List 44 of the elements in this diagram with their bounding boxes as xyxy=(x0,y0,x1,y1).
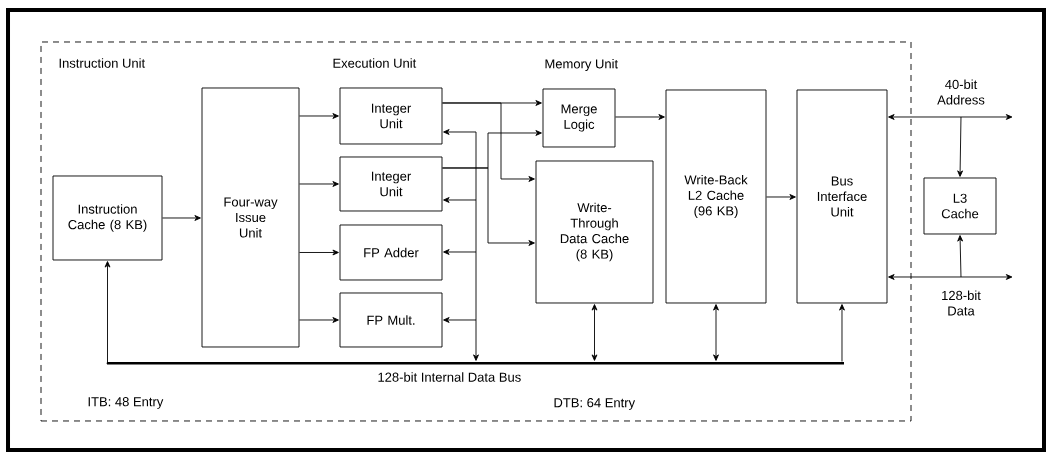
note-label: DTB: 64 Entry xyxy=(554,398,636,410)
unit-box: Instruction Cache (8 KB) xyxy=(52,175,163,261)
edge-label: 40-bit Address xyxy=(925,78,997,106)
arrow xyxy=(957,116,963,177)
bus-label: 128-bit Internal Data Bus xyxy=(378,372,521,382)
unit-box: Write-Through Data Cache (8 KB) xyxy=(535,160,654,304)
unit-box: FP Adder xyxy=(339,224,443,281)
arrow xyxy=(442,102,535,182)
arrow xyxy=(443,197,477,203)
unit-box: FP Mult. xyxy=(339,292,443,348)
arrow xyxy=(766,194,796,200)
unit-box: Integer Unit xyxy=(339,87,443,145)
section-label: Execution Unit xyxy=(333,58,417,68)
unit-box: Bus Interface Unit xyxy=(796,89,888,304)
arrow xyxy=(591,304,598,361)
arrow xyxy=(615,114,665,120)
arrow xyxy=(443,249,477,255)
arrow xyxy=(299,181,339,187)
dashed-outline xyxy=(40,41,912,422)
arrow xyxy=(443,317,477,323)
arrow xyxy=(960,274,1013,280)
arrow xyxy=(442,167,535,246)
arrow xyxy=(960,114,1013,120)
arrow xyxy=(299,113,339,119)
unit-box: Write-Back L2 Cache (96 KB) xyxy=(665,89,767,304)
note-label: ITB: 48 Entry xyxy=(88,397,164,409)
unit-box: Merge Logic xyxy=(542,88,616,148)
arrow xyxy=(888,114,962,120)
section-label: Memory Unit xyxy=(545,58,618,72)
arrow xyxy=(839,304,845,362)
arrow xyxy=(713,304,719,361)
edge-label: 128-bit Data xyxy=(930,289,992,317)
arrow xyxy=(957,235,964,278)
unit-box: Integer Unit xyxy=(339,156,443,212)
unit-box: Four-way Issue Unit xyxy=(201,87,300,348)
arrow xyxy=(443,129,477,135)
arrow xyxy=(473,131,479,361)
arrow xyxy=(162,215,201,221)
unit-box: L3 Cache xyxy=(923,177,997,235)
section-label: Instruction Unit xyxy=(59,58,146,68)
arrow xyxy=(104,261,111,364)
arrow xyxy=(299,249,339,256)
arrow xyxy=(888,274,962,280)
arrow xyxy=(299,317,339,323)
